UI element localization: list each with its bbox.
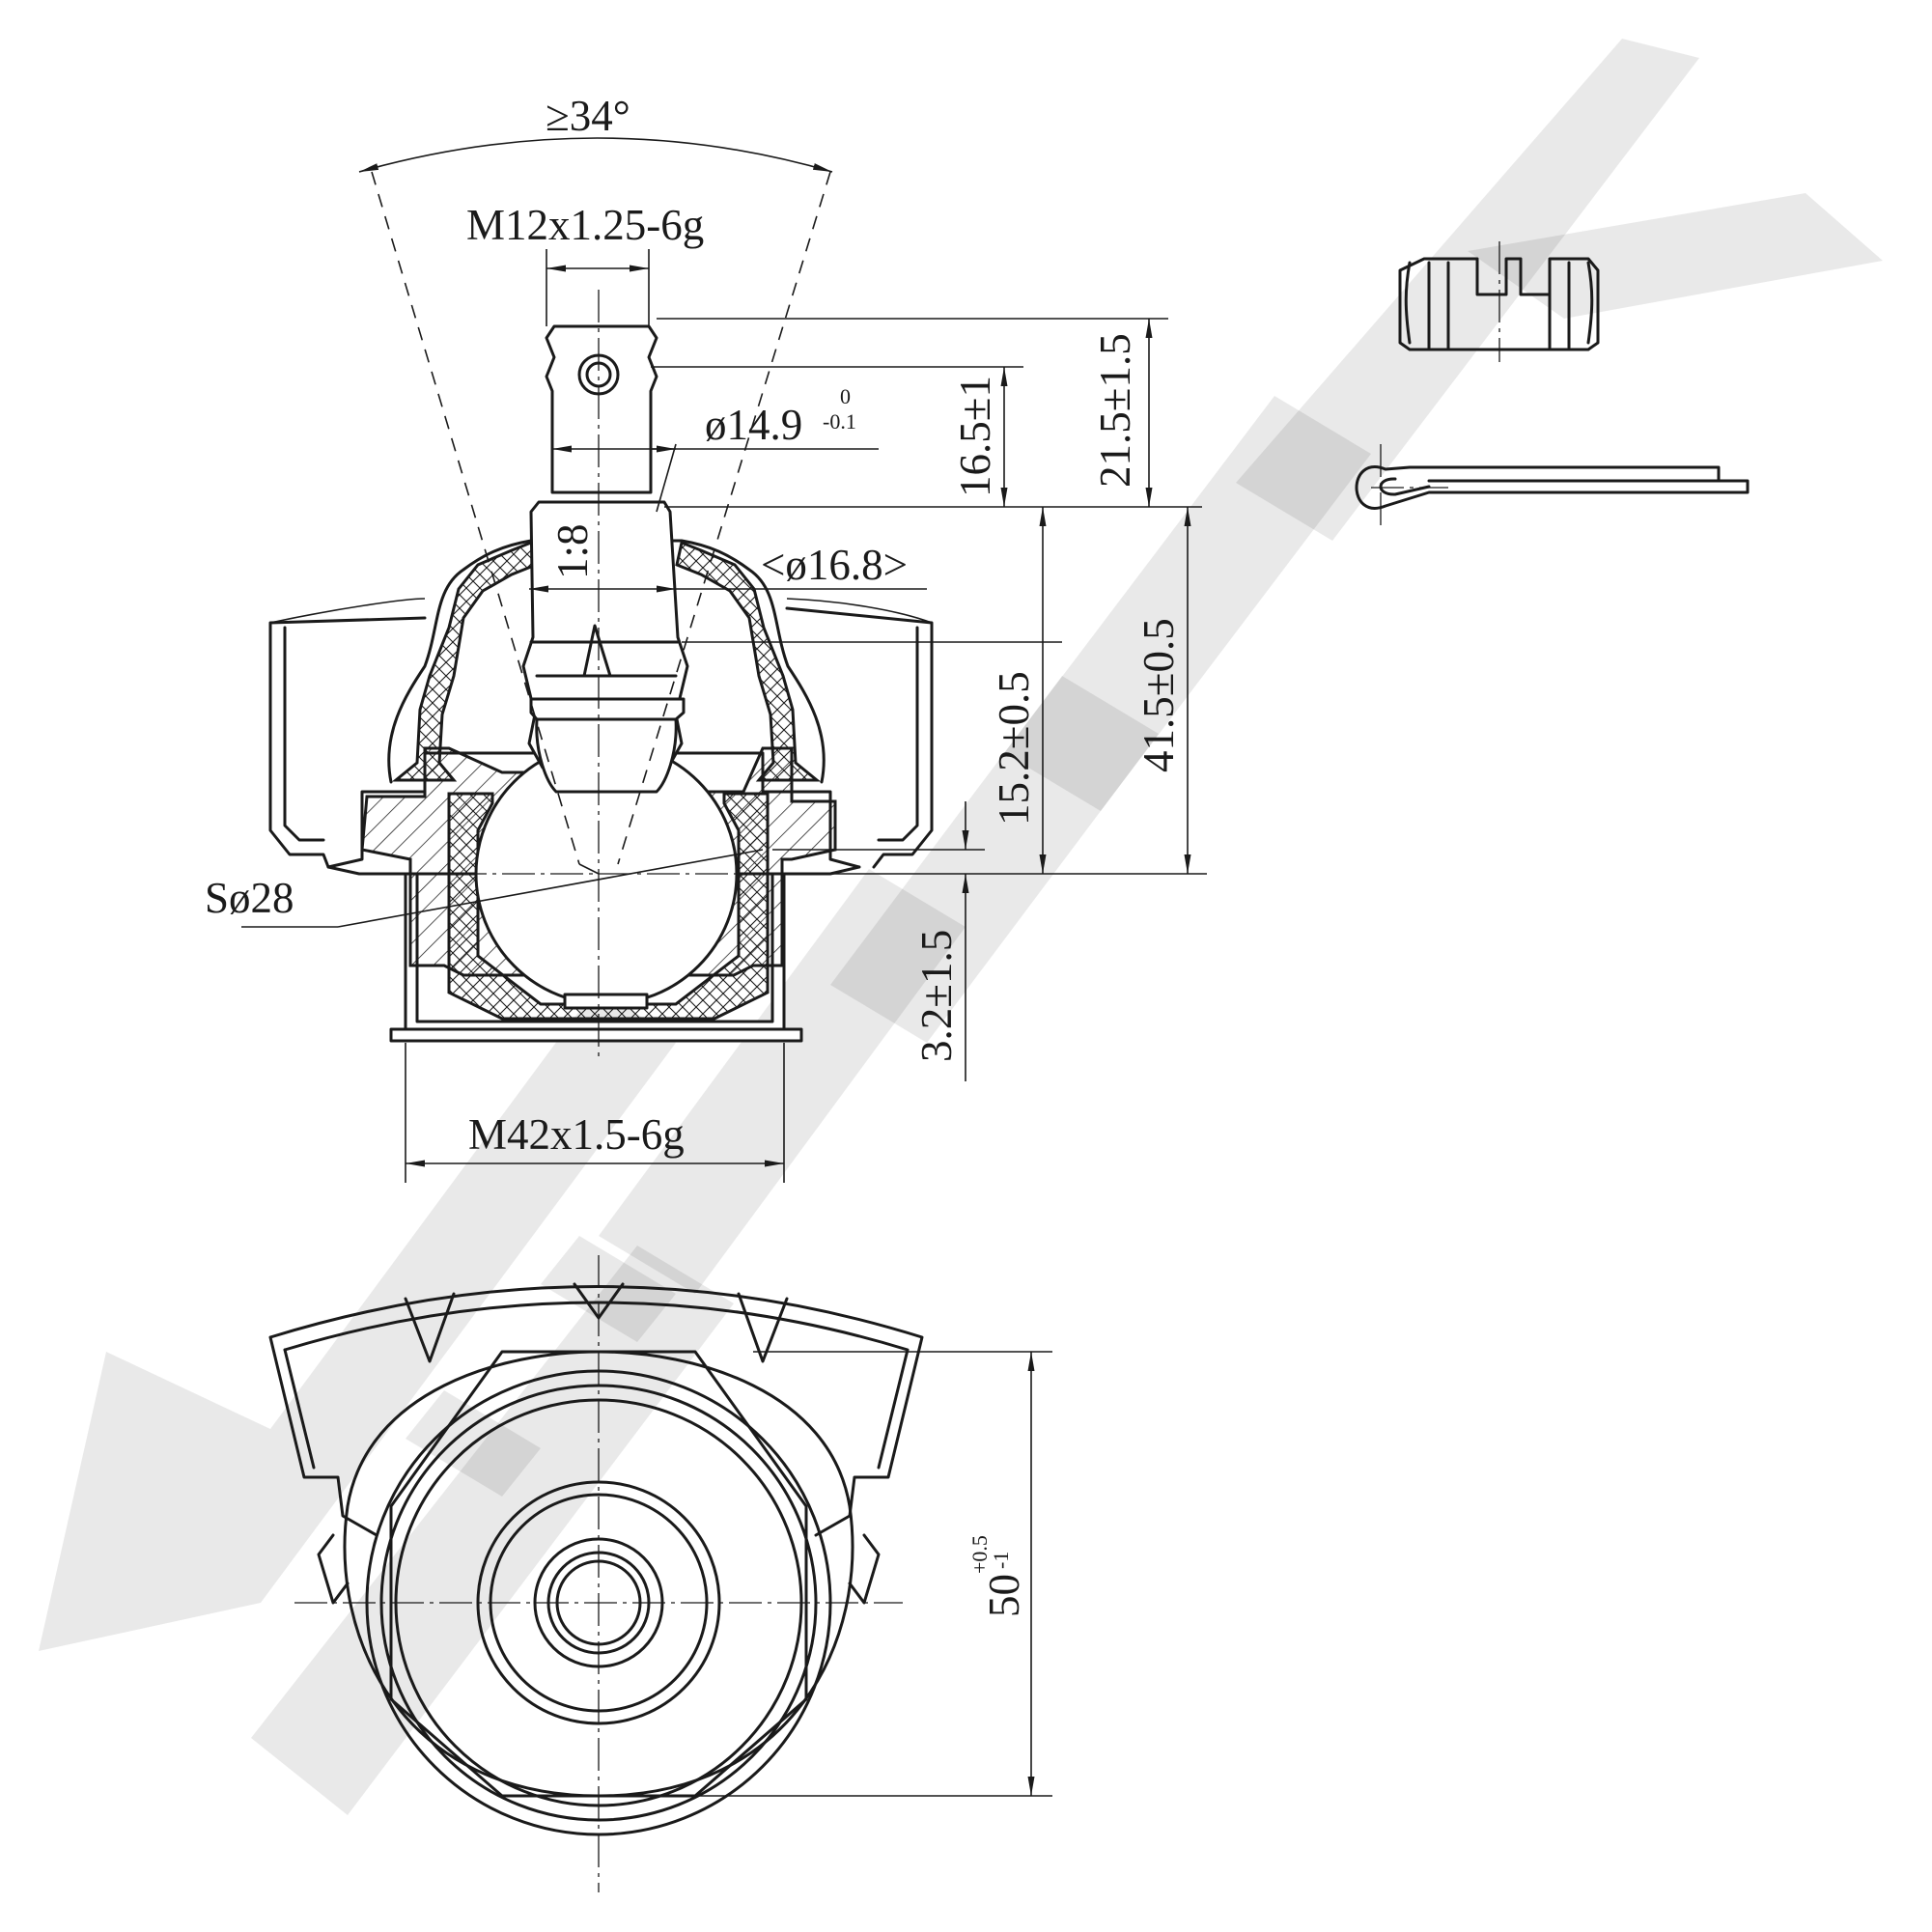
label-dia-stud-tol-lower: -0.1	[823, 409, 856, 434]
cup-flange	[389, 1027, 803, 1043]
label-dim-3-2: 3.2±1.5	[912, 930, 961, 1062]
label-sphere: Sø28	[205, 874, 294, 922]
shield-right-inner	[877, 626, 919, 842]
label-dim-21-5: 21.5±1.5	[1091, 333, 1139, 488]
liner	[447, 792, 770, 1021]
label-dim-41-5: 41.5±0.5	[1134, 618, 1183, 772]
label-thread-stud: M12x1.25-6g	[466, 201, 704, 249]
label-dim-15-2: 15.2±0.5	[990, 671, 1038, 826]
stud-mark	[582, 624, 612, 678]
boot-right	[675, 540, 822, 782]
label-dia-stud-tol-upper: 0	[840, 384, 851, 408]
label-dim-50: 50	[980, 1574, 1028, 1617]
swing-line-right	[617, 171, 831, 865]
rib-left	[404, 1292, 456, 1363]
label-dia-stud: ø14.9	[705, 401, 802, 449]
lug-right	[848, 1533, 881, 1605]
label-dim-50-tol-lower: -1	[989, 1552, 1013, 1569]
cotter-pin	[1355, 444, 1750, 531]
rib-right	[737, 1292, 789, 1363]
ball-flat	[563, 993, 649, 1010]
label-taper: 1:8	[548, 523, 597, 579]
shield-left-inner	[283, 626, 325, 842]
label-thread-body: M42x1.5-6g	[468, 1110, 685, 1159]
cotter-pin-outline	[1355, 465, 1750, 510]
watermark-letter-a	[1236, 39, 1699, 541]
stud-neck	[529, 697, 686, 721]
shield-outline	[268, 1285, 924, 1537]
label-dim-50-tol-upper: +0.5	[967, 1535, 992, 1574]
watermark-letter-k	[1468, 193, 1883, 319]
shield-top-line	[269, 598, 933, 624]
shield-left	[268, 616, 427, 869]
label-dia-taper: <ø16.8>	[761, 541, 908, 589]
watermark-letter-n1	[599, 869, 966, 1294]
castle-nut	[1398, 241, 1600, 362]
label-angle: ≥34°	[546, 92, 630, 140]
section-view: ≥34° M12x1.25-6g ø14.9 0 -0.1 1:8 <ø16.8…	[205, 92, 1207, 1183]
label-dim-16-5: 16.5±1	[951, 376, 999, 497]
watermark-letter-e	[251, 1246, 734, 1815]
watermark-letter-e-bar2	[541, 1236, 676, 1342]
shield-right	[785, 606, 934, 869]
lug-left	[317, 1533, 350, 1605]
stud-neck-lower	[535, 717, 678, 794]
bottom-view: 50 +0.5 -1	[268, 1255, 1052, 1892]
watermark-letter-n2	[830, 676, 1159, 1043]
swing-line-left	[371, 171, 580, 865]
stud-threaded	[545, 324, 658, 494]
boot	[391, 540, 538, 782]
angle-arc	[358, 137, 833, 173]
watermark-letter-y	[39, 985, 676, 1651]
